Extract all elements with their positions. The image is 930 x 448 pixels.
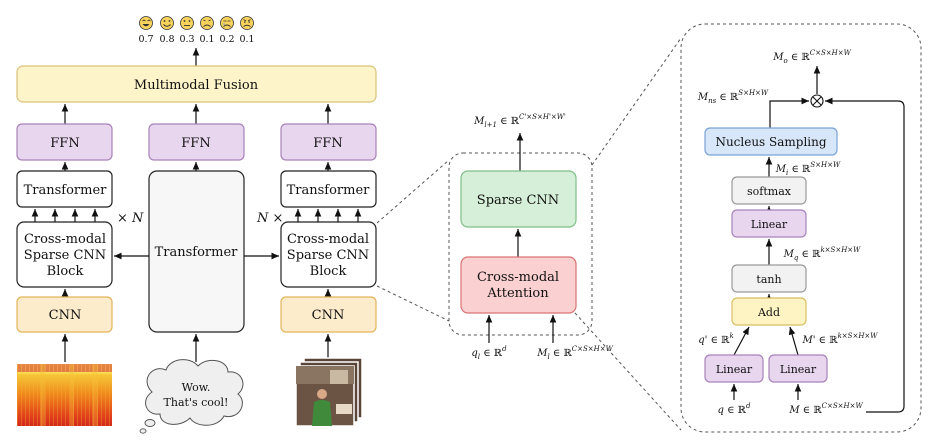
cm-line3: Block: [47, 264, 84, 279]
smiling-face-icon: [160, 16, 174, 30]
output-label: Ml+1 ∈ ℝC'×S×H'×W': [473, 113, 566, 129]
score-3: 0.1: [199, 34, 214, 45]
arrow-linearq-add: [733, 326, 750, 356]
video-frames-image: [295, 357, 363, 427]
cm-line1: Cross-modal: [24, 232, 106, 247]
arrow-nucleus-otimes: [769, 97, 809, 128]
tanh-box: tanh: [731, 264, 807, 293]
cross-modal-attention-box: Cross-modal Attention: [460, 256, 577, 314]
cross-modal-block-audio: Cross-modal Sparse CNN Block: [16, 221, 113, 288]
add-label: Add: [757, 306, 780, 319]
m-label: M ∈ ℝC×S×H×W: [788, 402, 863, 416]
mprime-label: M' ∈ ℝk×S×H×W: [801, 332, 878, 346]
input-m-label: Ml ∈ ℝC×S×H×W: [536, 345, 613, 361]
transformer-label: Transformer: [24, 183, 108, 198]
angry-face-icon: [240, 16, 254, 30]
ffn-box-video: FFN: [280, 123, 377, 161]
repeat-n-left: N ×: [256, 211, 283, 226]
mns-label: Mns ∈ ℝS×H×W: [697, 89, 769, 105]
transformer-text: Transformer: [148, 170, 245, 333]
linear-q-label: Linear: [716, 363, 753, 376]
zoom-connector-right-bottom: [574, 312, 682, 431]
ffn-label: FFN: [50, 136, 79, 151]
softmax-box: softmax: [731, 176, 807, 205]
bubble-line1: Wow.: [182, 381, 211, 394]
linear-box-q: Linear: [704, 354, 764, 383]
fusion-box: Multimodal Fusion: [16, 65, 377, 103]
neutral-face-icon: [180, 16, 194, 30]
cm-line1: Cross-modal: [287, 232, 369, 247]
attention-detail-frame: [680, 23, 922, 433]
cnn-label: CNN: [49, 308, 82, 323]
cnn-label: CNN: [312, 308, 345, 323]
laughing-face-icon: [139, 16, 153, 30]
spectrogram-image: [17, 364, 112, 426]
add-box: Add: [731, 297, 807, 326]
linear-label: Linear: [751, 218, 788, 231]
softmax-label: softmax: [747, 185, 792, 198]
score-0: 0.7: [138, 34, 153, 45]
cnn-box-video: CNN: [280, 296, 377, 333]
transformer-label: Transformer: [287, 183, 371, 198]
linear-box-m: Linear: [768, 354, 828, 383]
transformer-video: Transformer: [280, 170, 377, 208]
input-q-label: ql ∈ ℝd: [471, 345, 507, 361]
attn-line1: Cross-modal: [477, 270, 559, 285]
q-label: q ∈ ℝd: [718, 402, 751, 416]
cnn-box-audio: CNN: [16, 296, 113, 333]
out-label: Mo ∈ ℝC×S×H×W: [772, 49, 851, 65]
arrows-cm-to-transformer-left: [31, 209, 99, 222]
sparse-cnn-label: Sparse CNN: [477, 193, 559, 208]
multiply-icon: [810, 94, 824, 108]
crying-face-icon: [220, 16, 234, 30]
transformer-audio: Transformer: [16, 170, 113, 208]
linear-box-top: Linear: [731, 209, 807, 238]
zoom-connector-right-top: [591, 37, 682, 166]
bubble-line2: That's cool!: [164, 396, 229, 409]
zoom-connector-top: [376, 159, 450, 224]
ffn-box-audio: FFN: [16, 123, 113, 161]
cm-line2: Sparse CNN: [24, 248, 106, 263]
ffn-label: FFN: [181, 136, 210, 151]
transformer-center-label: Transformer: [155, 245, 239, 260]
frowning-face-icon: [200, 16, 214, 30]
ffn-box-text: FFN: [148, 123, 245, 161]
attn-line2: Attention: [486, 286, 549, 301]
sparse-cnn-box: Sparse CNN: [460, 170, 577, 228]
nucleus-sampling-box: Nucleus Sampling: [704, 127, 838, 156]
tanh-label: tanh: [756, 273, 781, 286]
score-1: 0.8: [159, 34, 174, 45]
mq-label: Mq ∈ ℝk×S×H×W: [783, 246, 862, 262]
emotion-output: 0.7 0.8 0.3 0.1 0.2 0.1: [138, 16, 255, 45]
ffn-label: FFN: [313, 136, 342, 151]
qprime-label: q' ∈ ℝk: [698, 332, 733, 346]
repeat-n-right: × N: [117, 211, 144, 226]
zoom-connector-bottom: [376, 285, 450, 322]
cross-modal-block-video: Cross-modal Sparse CNN Block: [280, 221, 377, 288]
score-4: 0.2: [219, 34, 234, 45]
arrows-cm-to-transformer-right: [294, 209, 362, 222]
fusion-label: Multimodal Fusion: [134, 78, 259, 93]
nucleus-label: Nucleus Sampling: [715, 135, 826, 149]
cm-line2: Sparse CNN: [287, 248, 369, 263]
arrow-m-bypass: [825, 97, 905, 413]
cm-line3: Block: [310, 264, 347, 279]
linear-m-label: Linear: [780, 363, 817, 376]
score-2: 0.3: [179, 34, 194, 45]
speech-bubble: Wow. That's cool!: [139, 359, 244, 434]
arrow-linearm-add: [788, 326, 799, 356]
mi-label: Mi ∈ ℝS×H×W: [775, 161, 841, 177]
score-5: 0.1: [239, 34, 254, 45]
